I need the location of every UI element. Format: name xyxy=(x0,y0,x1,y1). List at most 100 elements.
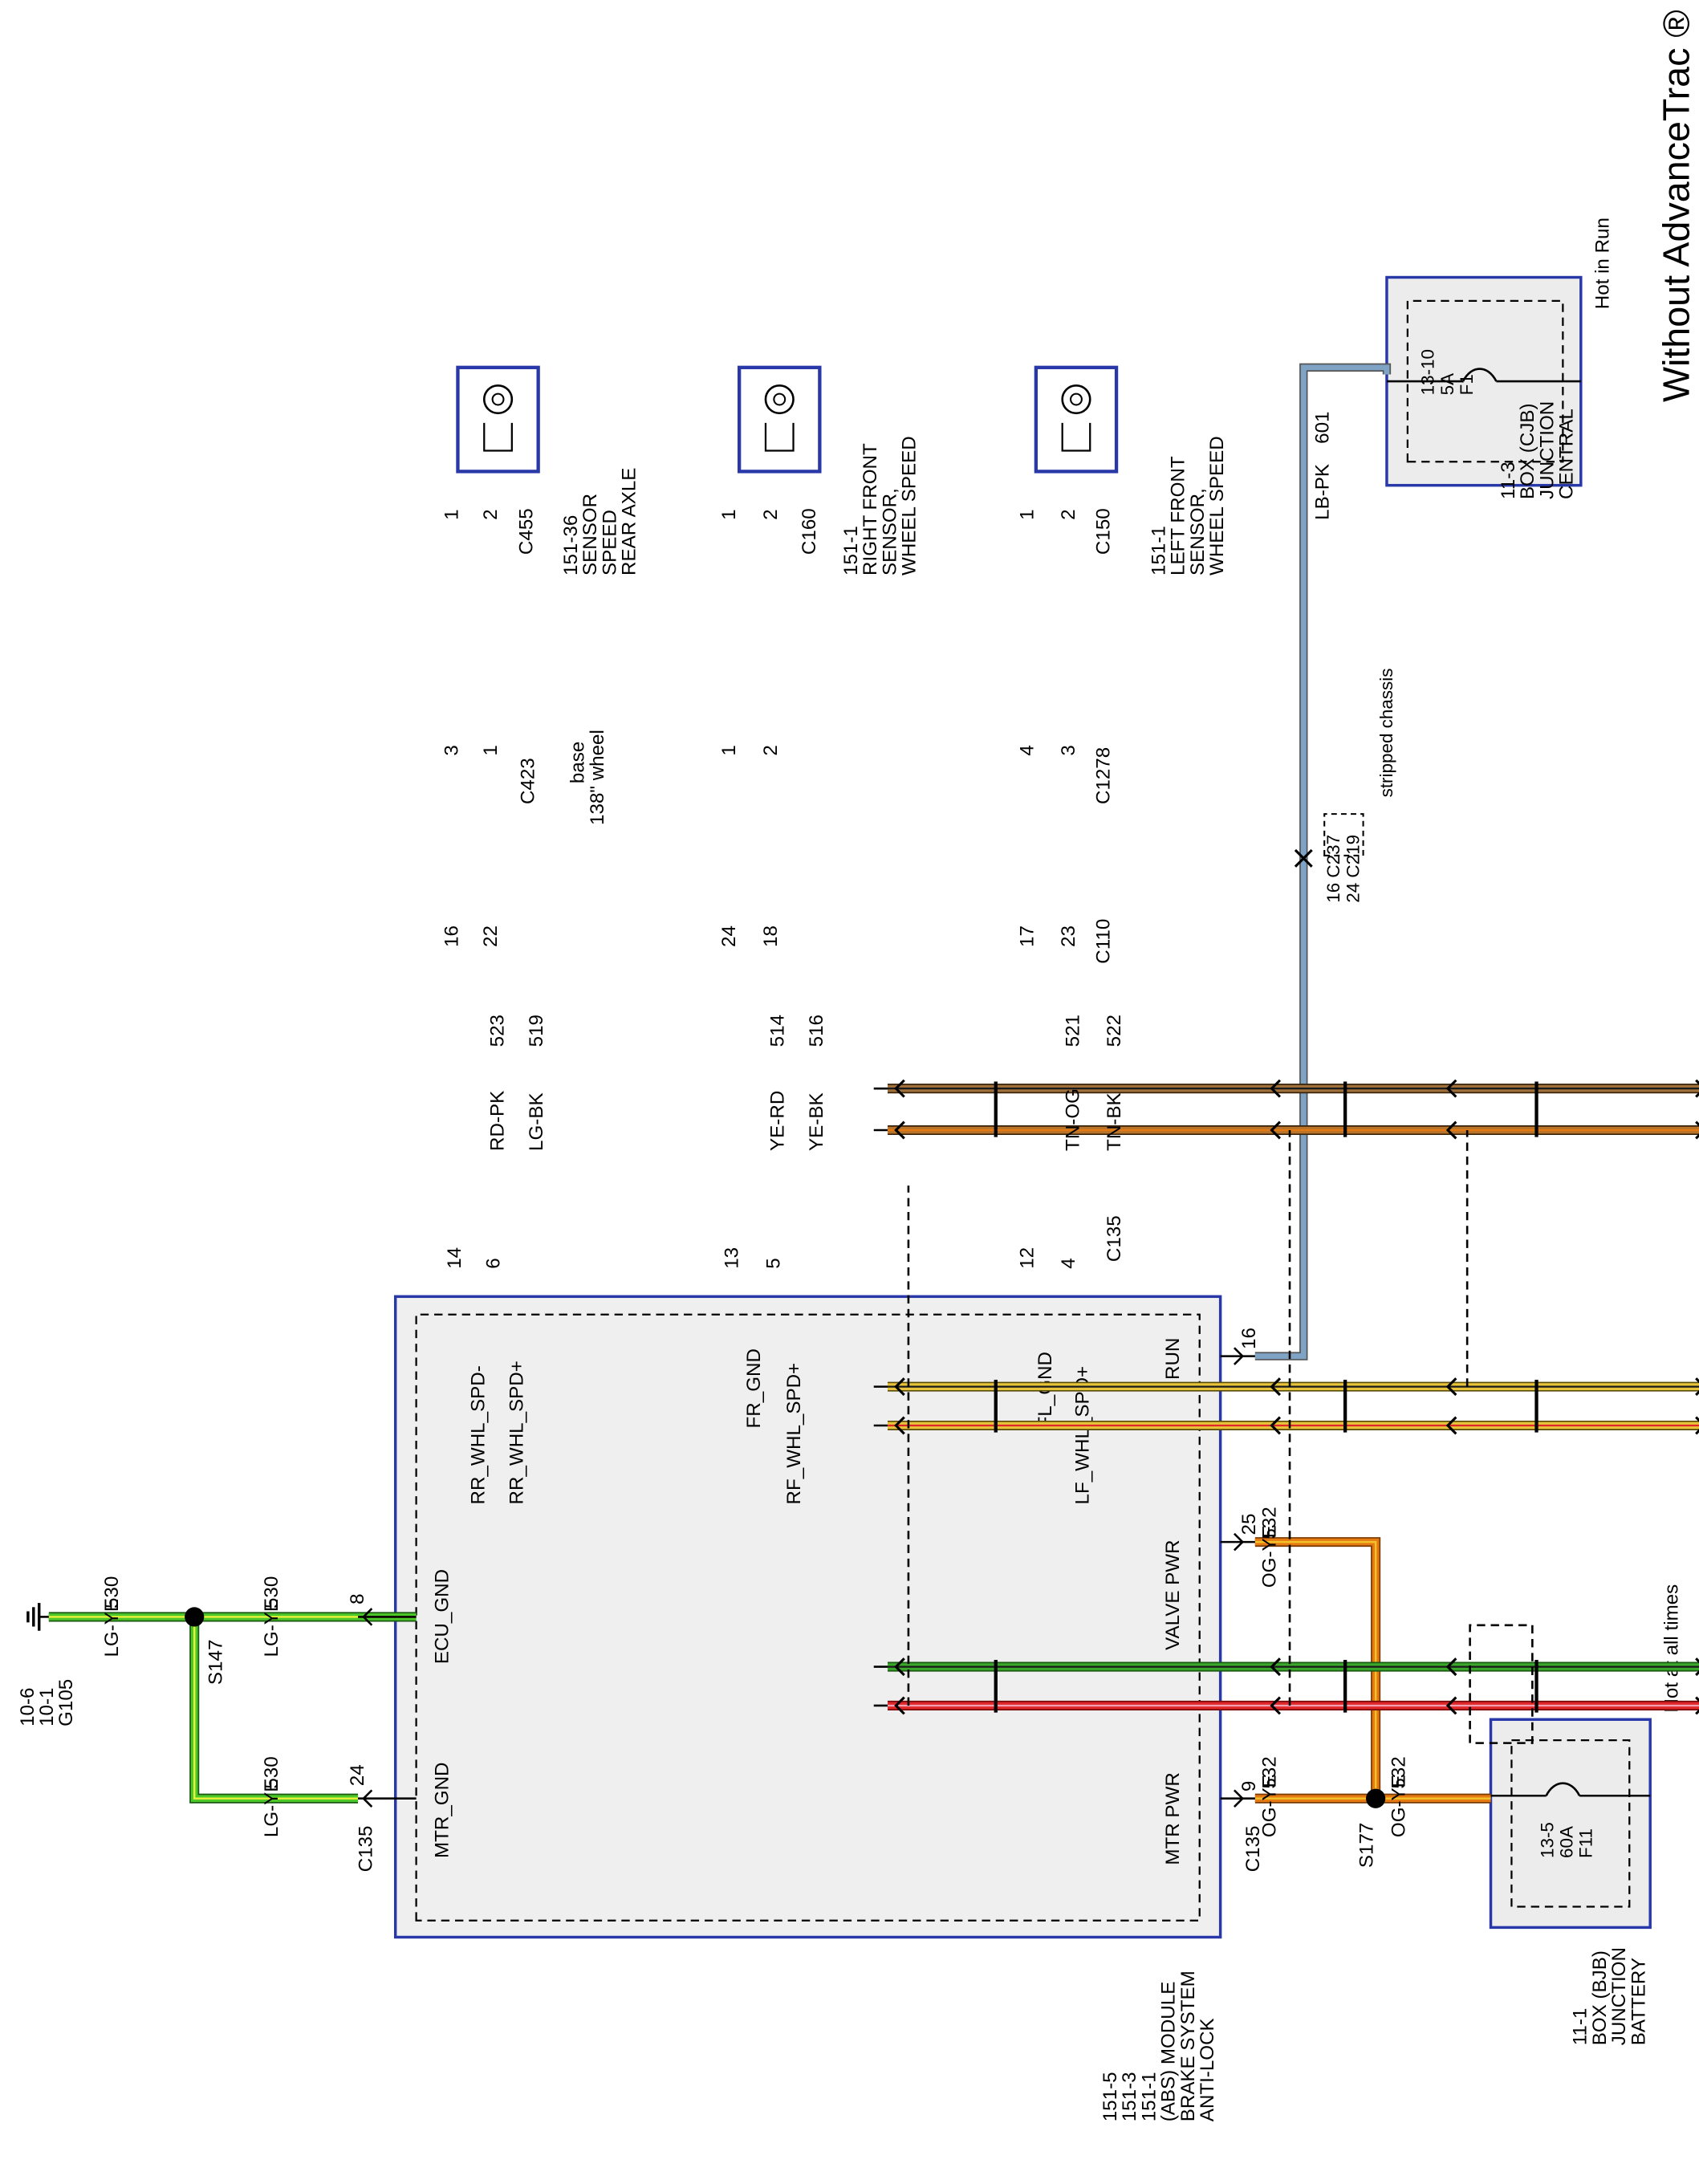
c455-pin-2: 2 xyxy=(480,509,502,519)
pin-mtr-gnd-label: MTR_GND xyxy=(431,1762,453,1858)
wheel-speed-sensor-right-front: WHEEL SPEED SENSOR, RIGHT FRONT 151-1 xyxy=(737,365,921,575)
cjb-rating: 5A xyxy=(1437,373,1457,395)
rf-sensor-name: WHEEL SPEED SENSOR, RIGHT FRONT 151-1 xyxy=(840,431,921,575)
connector-c219-c237: C219 24 C237 16 stripped chassis xyxy=(1294,668,1396,903)
wire-532-valve-circuit: 532 xyxy=(1259,1507,1281,1539)
wheelbase-note: 138" wheel base xyxy=(567,724,608,825)
wire-530: S147 8 24 C135 530 LG-YE 530 LG-YE 530 L… xyxy=(48,1576,417,1872)
c1278-pin-2: 2 xyxy=(760,745,782,755)
wire-530-ecu-color: LG-YE xyxy=(261,1599,282,1657)
pin-rr-spd-p-label: RR_WHL_SPD+ xyxy=(506,1360,528,1504)
abs-signal-leads xyxy=(873,1087,888,1707)
wire-532-mtr-circuit: 532 xyxy=(1259,1756,1281,1788)
c135-pin-12: 12 xyxy=(1016,1247,1038,1269)
c219-label: C219 xyxy=(1343,835,1363,878)
wire-530-mtr-circuit: 530 xyxy=(261,1756,282,1788)
c160-pin-1: 1 xyxy=(718,509,740,519)
c237-pin: 16 xyxy=(1323,883,1343,903)
c110-pin-18: 18 xyxy=(760,925,782,947)
pin-fr-gnd-label: FR_GND xyxy=(743,1348,765,1428)
pin-mtr-pwr-label: MTR PWR xyxy=(1162,1772,1184,1865)
c110-pin-17: 17 xyxy=(1016,925,1038,947)
wire-521-color: TN-OG xyxy=(1062,1088,1083,1151)
abs-c135-left: C135 xyxy=(355,1825,376,1872)
c135-pin-5: 5 xyxy=(762,1258,784,1268)
wire-601-color: LB-PK xyxy=(1311,464,1333,520)
wire-532-bjb-circuit: 532 xyxy=(1388,1756,1409,1788)
c110-pin-16: 16 xyxy=(441,925,462,947)
c219-pin: 24 xyxy=(1343,883,1363,903)
ground-g105: G105 10-1 10-6 xyxy=(17,1603,77,1726)
wire-514-circuit: 514 xyxy=(766,1015,788,1047)
wire-530-ecu-circuit: 530 xyxy=(261,1576,282,1609)
cjb-status: Hot in Run xyxy=(1591,218,1613,309)
c135-pin-4: 4 xyxy=(1058,1258,1079,1268)
bjb-rating: 60A xyxy=(1556,1826,1576,1858)
stripped-chassis-label: stripped chassis xyxy=(1376,668,1396,797)
c455-label: C455 xyxy=(516,508,538,555)
abs-pin-9: 9 xyxy=(1238,1781,1260,1792)
ground-id: G105 10-1 10-6 xyxy=(17,1674,77,1726)
c110-pin-24: 24 xyxy=(718,925,740,947)
c150-pin-1: 1 xyxy=(1016,509,1038,519)
abs-pin-24: 24 xyxy=(347,1764,368,1786)
rear-axle-speed-sensor: REAR AXLE SPEED SENSOR 151-36 xyxy=(456,365,640,575)
fuse-symbol-bjb xyxy=(1545,1782,1581,1796)
wire-523-circuit: 523 xyxy=(486,1015,508,1047)
c150-label: C150 xyxy=(1092,508,1114,555)
wire-521-circuit: 521 xyxy=(1062,1015,1083,1047)
lf-sensor-name: WHEEL SPEED SENSOR, LEFT FRONT 151-1 xyxy=(1148,431,1229,575)
wire-523-color: RD-PK xyxy=(486,1091,508,1151)
wire-514-color: YE-RD xyxy=(766,1091,788,1151)
wire-516-color: YE-BK xyxy=(806,1092,827,1151)
c135-pin-13: 13 xyxy=(721,1247,742,1269)
connector-group-dashes xyxy=(907,1130,1534,1744)
wire-601-circuit: 601 xyxy=(1311,411,1333,443)
wire-522-circuit: 522 xyxy=(1104,1015,1125,1047)
wire-530-gnd-color: LG-YE xyxy=(101,1599,123,1657)
wire-601: 601 LB-PK xyxy=(1254,363,1392,1360)
wheel-speed-sensor-left-front: WHEEL SPEED SENSOR, LEFT FRONT 151-1 xyxy=(1034,365,1229,575)
wire-522-color: TN-BK xyxy=(1104,1092,1125,1151)
diagram-title: Without AdvanceTrac ® xyxy=(1656,10,1697,402)
bjb-status: Hot at all times xyxy=(1661,1584,1683,1713)
pin-run-label: RUN xyxy=(1162,1338,1184,1380)
abs-pin-25: 25 xyxy=(1238,1514,1260,1535)
cjb-fuse: F1 xyxy=(1457,374,1477,395)
c455-pin-1: 1 xyxy=(441,509,462,519)
abs-pin-16: 16 xyxy=(1238,1328,1260,1349)
c135-pin-6: 6 xyxy=(482,1258,504,1268)
abs-power-pins: 16 25 9 C135 xyxy=(1220,1328,1264,1872)
central-junction-box: Hot in Run F1 5A 13-10 CENTRAL JUNCTION … xyxy=(1385,218,1613,499)
c110-label: C110 xyxy=(1092,919,1114,964)
wire-532-valve-color: OG-YE xyxy=(1259,1525,1281,1588)
c110-pin-23: 23 xyxy=(1058,925,1079,947)
wire-519-color: LG-BK xyxy=(526,1092,547,1151)
wire-532-bjb-color: OG-YE xyxy=(1388,1775,1409,1837)
pin-rr-spd-m-label: RR_WHL_SPD- xyxy=(467,1365,489,1504)
wire-532-mtr-color: OG-YE xyxy=(1259,1775,1281,1837)
wire-519-circuit: 519 xyxy=(526,1015,547,1047)
s177-label: S177 xyxy=(1356,1823,1378,1868)
c1278-pin-1: 1 xyxy=(718,745,740,755)
cjb-name: CENTRAL JUNCTION BOX (CJB) 11-3 xyxy=(1498,396,1578,499)
c237-label: C237 xyxy=(1323,835,1343,878)
c135-pin-14: 14 xyxy=(444,1247,465,1269)
pin-rf-spd-label: RF_WHL_SPD+ xyxy=(783,1363,805,1505)
wire-530-gnd-circuit: 530 xyxy=(101,1576,123,1609)
c160-pin-2: 2 xyxy=(760,509,782,519)
abs-pin-8: 8 xyxy=(347,1593,368,1604)
fuse-symbol xyxy=(1461,368,1498,382)
c1278-pin-4: 4 xyxy=(1016,745,1038,755)
pin-ecu-gnd-label: ECU_GND xyxy=(431,1569,453,1664)
wire-530-mtr-color: LG-YE xyxy=(261,1779,282,1838)
bjb-name: BATTERY JUNCTION BOX (BJB) 11-1 xyxy=(1570,1942,1650,2045)
c423-pin-1: 1 xyxy=(480,745,502,755)
splice-s177 xyxy=(1366,1788,1386,1808)
c160-label: C160 xyxy=(799,508,820,555)
twisted-pair-markers xyxy=(994,1081,1538,1713)
c150-pin-2: 2 xyxy=(1058,509,1079,519)
abs-name: ANTI-LOCK BRAKE SYSTEM (ABS) MODULE 151-… xyxy=(1099,1965,1218,2121)
c1278-label: C1278 xyxy=(1092,747,1114,804)
